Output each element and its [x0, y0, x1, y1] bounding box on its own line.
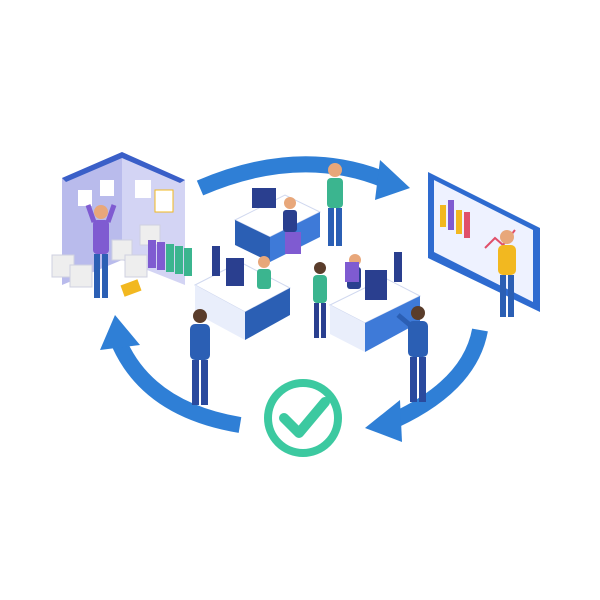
- person-icon: [85, 204, 117, 298]
- workstation-icon: [233, 163, 343, 262]
- person-icon: [190, 309, 210, 405]
- bar-chart-icon: [440, 200, 470, 238]
- arrow-heads: [100, 160, 410, 442]
- chart-board-icon: [428, 172, 540, 317]
- workstation-icon: [193, 246, 292, 340]
- person-icon: [498, 230, 516, 317]
- person-icon: [313, 262, 327, 338]
- person-icon: [327, 163, 343, 246]
- workstation-icon: [313, 252, 422, 352]
- person-icon: [396, 306, 428, 402]
- cycle-arrow-icon: [112, 156, 488, 433]
- checkmark-circle-icon: [264, 379, 342, 457]
- filing-office-icon: [51, 152, 192, 298]
- person-icon: [257, 256, 271, 289]
- person-icon: [283, 197, 301, 254]
- person-icon: [345, 254, 361, 289]
